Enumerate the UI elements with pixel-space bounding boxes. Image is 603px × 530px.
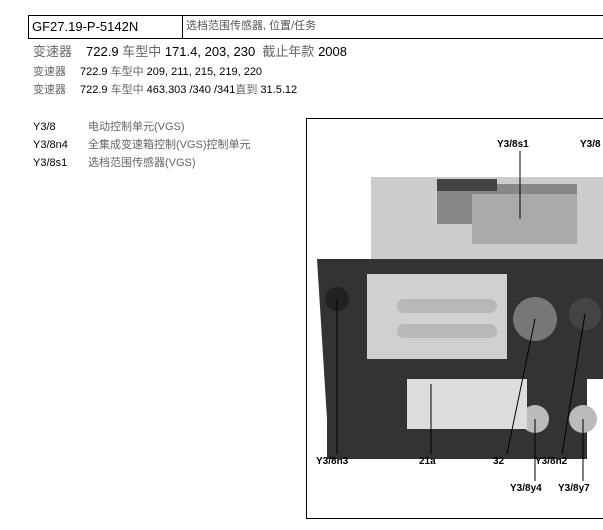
callout-label: Y3/8y7 xyxy=(558,483,590,494)
callout-label: Y3/8s1 xyxy=(497,139,529,150)
applicability-line-3: 变速器 722.9 车型中 463.303 /340 /341直到 31.5.12 xyxy=(33,81,297,97)
callout-label: Y3/8n2 xyxy=(535,456,568,467)
component-figure: Y3/8s1 Y3/8 Y3/8n3 21a 32 Y3/8n2 Y3/8y4 … xyxy=(306,118,603,519)
values: 171.4, 203, 230 xyxy=(164,44,256,59)
callout-label: Y3/8n3 xyxy=(316,456,349,467)
document-title: 选档范围传感器, 位置/任务 xyxy=(186,20,317,32)
document-code: GF27.19-P-5142N xyxy=(29,16,183,38)
legend-key: Y3/8s1 xyxy=(33,157,68,169)
text: 车型中 xyxy=(122,44,162,59)
model: 722.9 xyxy=(86,44,119,59)
label: 变速器 xyxy=(33,44,73,59)
label: 变速器 xyxy=(33,66,66,78)
legend-item: Y3/8 电动控制单元(VGS) xyxy=(33,118,185,134)
text: 车型中 xyxy=(110,84,144,96)
text: 截止年款 xyxy=(262,44,315,59)
callout-label: 32 xyxy=(493,456,505,467)
legend-key: Y3/8n4 xyxy=(33,139,68,151)
legend-item: Y3/8n4 全集成变速箱控制(VGS)控制单元 xyxy=(33,136,251,152)
values: 209, 211, 215, 219, 220 xyxy=(146,66,263,78)
applicability-line-2: 变速器 722.9 车型中 209, 211, 215, 219, 220 xyxy=(33,63,262,79)
year: 2008 xyxy=(318,44,347,59)
legend-key: Y3/8 xyxy=(33,121,56,133)
valve-body-illustration xyxy=(317,151,603,481)
text: 直到 xyxy=(235,84,258,96)
text: 车型中 xyxy=(110,66,144,78)
values: 463.303 /340 /341 xyxy=(146,84,236,96)
document-header: GF27.19-P-5142N 选档范围传感器, 位置/任务 xyxy=(28,15,603,39)
callout-label: Y3/8 xyxy=(580,139,601,150)
legend-desc: 选档范围传感器(VGS) xyxy=(88,157,196,169)
model: 722.9 xyxy=(80,66,108,78)
legend-desc: 全集成变速箱控制(VGS)控制单元 xyxy=(88,139,251,151)
label: 变速器 xyxy=(33,84,66,96)
callout-label: Y3/8y4 xyxy=(510,483,542,494)
legend-item: Y3/8s1 选档范围传感器(VGS) xyxy=(33,154,196,170)
applicability-line-1: 变速器 722.9 车型中 171.4, 203, 230 截止年款 2008 xyxy=(33,41,347,60)
callout-label: 21a xyxy=(419,456,436,467)
model: 722.9 xyxy=(80,84,108,96)
year: 31.5.12 xyxy=(260,84,298,96)
legend-desc: 电动控制单元(VGS) xyxy=(88,121,185,133)
